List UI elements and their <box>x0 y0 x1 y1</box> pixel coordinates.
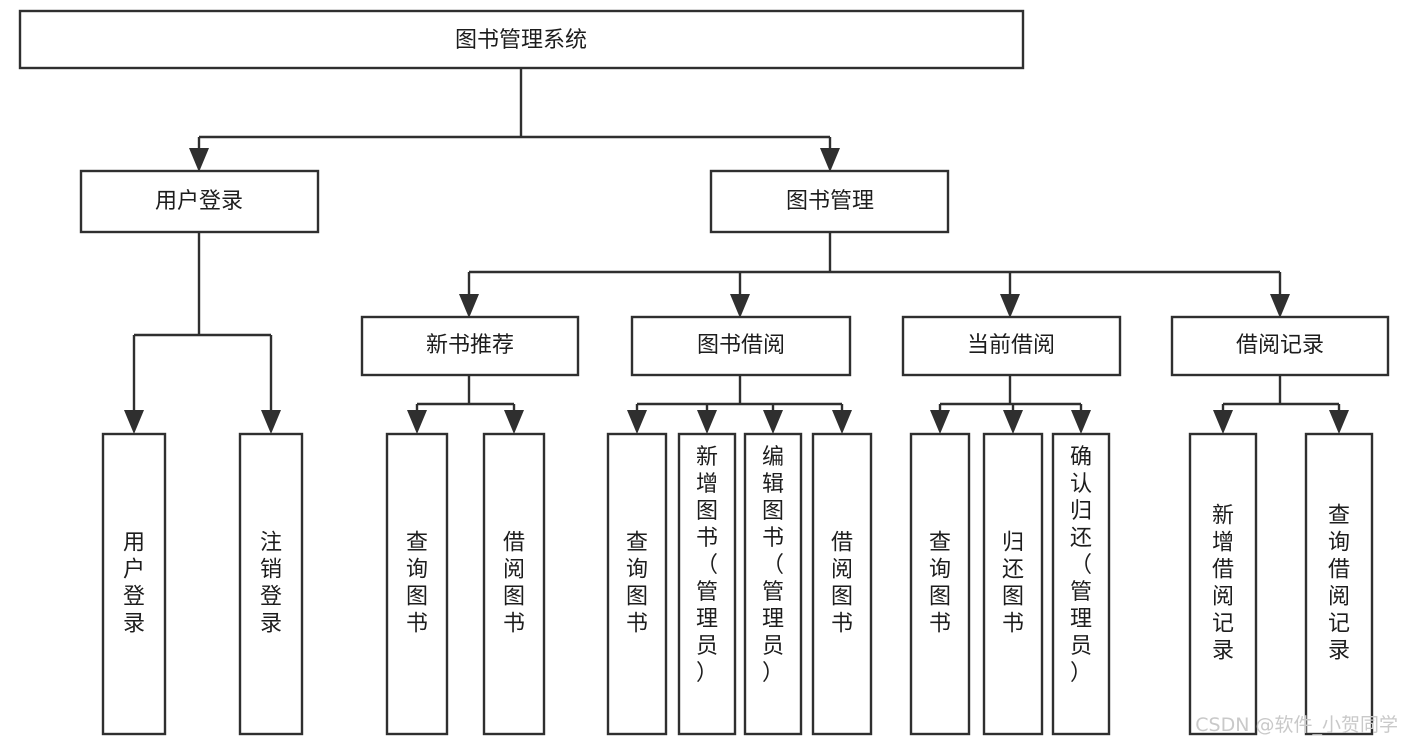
leaf-node-label: 查询图书 <box>929 531 951 637</box>
node-book-borrow-box[interactable] <box>630 315 852 377</box>
leaf-node-label: 编辑图书（管理员） <box>762 445 784 686</box>
arrow-head-query-book-3 <box>930 410 950 434</box>
node-book-borrow-label: 图书借阅 <box>697 333 785 358</box>
leaf-node-box[interactable] <box>1051 432 1111 736</box>
leaf-node-box[interactable] <box>1304 432 1374 736</box>
arrow-head-leaf-user-login <box>124 410 144 434</box>
node-user-login-label: 用户登录 <box>155 189 243 214</box>
leaf-node[interactable]: 确认归还（管理员） <box>1051 432 1111 736</box>
node-new-book-rec-label: 新书推荐 <box>426 333 514 358</box>
connector-root-to-level2 <box>189 68 840 172</box>
arrow-head-query-book-2 <box>627 410 647 434</box>
node-root-box[interactable] <box>18 9 1025 70</box>
arrow-head-new-book-rec <box>459 294 479 318</box>
leaf-node-label: 归还图书 <box>1002 531 1024 637</box>
watermark-text: CSDN @软件_小贺同学 <box>1195 714 1398 736</box>
node-new-book-rec-box[interactable] <box>360 315 580 377</box>
leaf-node-label: 确认归还（管理员） <box>1070 445 1092 686</box>
connector-user-login-to-leaves <box>124 232 281 434</box>
node-book-borrow[interactable]: 图书借阅 <box>630 315 852 377</box>
arrow-head-leaf-logout <box>261 410 281 434</box>
leaf-node-label: 借阅图书 <box>503 531 525 637</box>
node-book-manage[interactable]: 图书管理 <box>709 169 950 234</box>
leaf-node[interactable]: 查询图书 <box>385 432 449 736</box>
leaf-node-box[interactable] <box>677 432 737 736</box>
node-book-manage-box[interactable] <box>709 169 950 234</box>
connector-borrow-record-to-leaves <box>1213 375 1349 434</box>
leaf-node-box[interactable] <box>101 432 167 736</box>
arrow-head-confirm-return <box>1071 410 1091 434</box>
leaf-node-label: 借阅图书 <box>831 531 853 637</box>
arrow-head-return-book <box>1003 410 1023 434</box>
leaf-node[interactable]: 查询借阅记录 <box>1304 432 1374 736</box>
leaf-node-label: 查询图书 <box>406 531 428 637</box>
leaf-node-box[interactable] <box>606 432 668 736</box>
node-user-login-box[interactable] <box>79 169 320 234</box>
node-borrow-record-label: 借阅记录 <box>1236 333 1324 358</box>
leaf-node-label: 注销登录 <box>260 531 282 637</box>
arrow-head-borrow-record <box>1270 294 1290 318</box>
node-root[interactable]: 图书管理系统 <box>18 9 1025 70</box>
leaf-node[interactable]: 查询图书 <box>909 432 971 736</box>
arrow-head-edit-book <box>763 410 783 434</box>
arrow-head-query-record <box>1329 410 1349 434</box>
leaf-node[interactable]: 注销登录 <box>238 432 304 736</box>
leaf-node-box[interactable] <box>909 432 971 736</box>
leaf-node-label: 用户登录 <box>123 531 145 637</box>
node-current-borrow-box[interactable] <box>901 315 1122 377</box>
leaf-node-label: 查询借阅记录 <box>1328 504 1350 664</box>
node-borrow-record[interactable]: 借阅记录 <box>1170 315 1390 377</box>
connector-book-borrow-to-leaves <box>627 375 852 434</box>
node-user-login[interactable]: 用户登录 <box>79 169 320 234</box>
leaf-node[interactable]: 查询图书 <box>606 432 668 736</box>
leaf-node[interactable]: 借阅图书 <box>811 432 873 736</box>
node-new-book-rec[interactable]: 新书推荐 <box>360 315 580 377</box>
leaf-node[interactable]: 编辑图书（管理员） <box>743 432 803 736</box>
arrow-head-current-borrow <box>1000 294 1020 318</box>
leaf-node-box[interactable] <box>238 432 304 736</box>
node-current-borrow[interactable]: 当前借阅 <box>901 315 1122 377</box>
leaf-node-layer: 用户登录 注销登录 查询图书 借阅图书 查询图书 新增图书（管理员） 编辑图书（管理员） 借阅… <box>101 432 1374 736</box>
leaf-node-box[interactable] <box>811 432 873 736</box>
leaf-node-label: 新增借阅记录 <box>1212 504 1234 664</box>
arrow-head-add-book <box>697 410 717 434</box>
leaf-node[interactable]: 借阅图书 <box>482 432 546 736</box>
arrow-head-borrow-book-2 <box>832 410 852 434</box>
node-book-manage-label: 图书管理 <box>786 189 874 214</box>
arrow-head-add-record <box>1213 410 1233 434</box>
leaf-node-box[interactable] <box>385 432 449 736</box>
arrow-head-user-login <box>189 148 209 172</box>
leaf-node-box[interactable] <box>982 432 1044 736</box>
node-root-label: 图书管理系统 <box>455 28 587 53</box>
connector-current-borrow-to-leaves <box>930 375 1091 434</box>
arrow-head-book-manage <box>820 148 840 172</box>
arrow-head-book-borrow <box>730 294 750 318</box>
node-current-borrow-label: 当前借阅 <box>967 333 1055 358</box>
arrow-head-borrow-book-1 <box>504 410 524 434</box>
arrow-head-query-book-1 <box>407 410 427 434</box>
leaf-node[interactable]: 新增借阅记录 <box>1188 432 1258 736</box>
leaf-node-box[interactable] <box>1188 432 1258 736</box>
leaf-node[interactable]: 归还图书 <box>982 432 1044 736</box>
leaf-node-label: 查询图书 <box>626 531 648 637</box>
leaf-node[interactable]: 用户登录 <box>101 432 167 736</box>
leaf-node[interactable]: 新增图书（管理员） <box>677 432 737 736</box>
node-borrow-record-box[interactable] <box>1170 315 1390 377</box>
connector-new-book-rec-to-leaves <box>407 375 524 434</box>
leaf-node-box[interactable] <box>482 432 546 736</box>
connector-book-manage-to-level3 <box>459 232 1290 318</box>
leaf-node-label: 新增图书（管理员） <box>696 445 718 686</box>
leaf-node-box[interactable] <box>743 432 803 736</box>
